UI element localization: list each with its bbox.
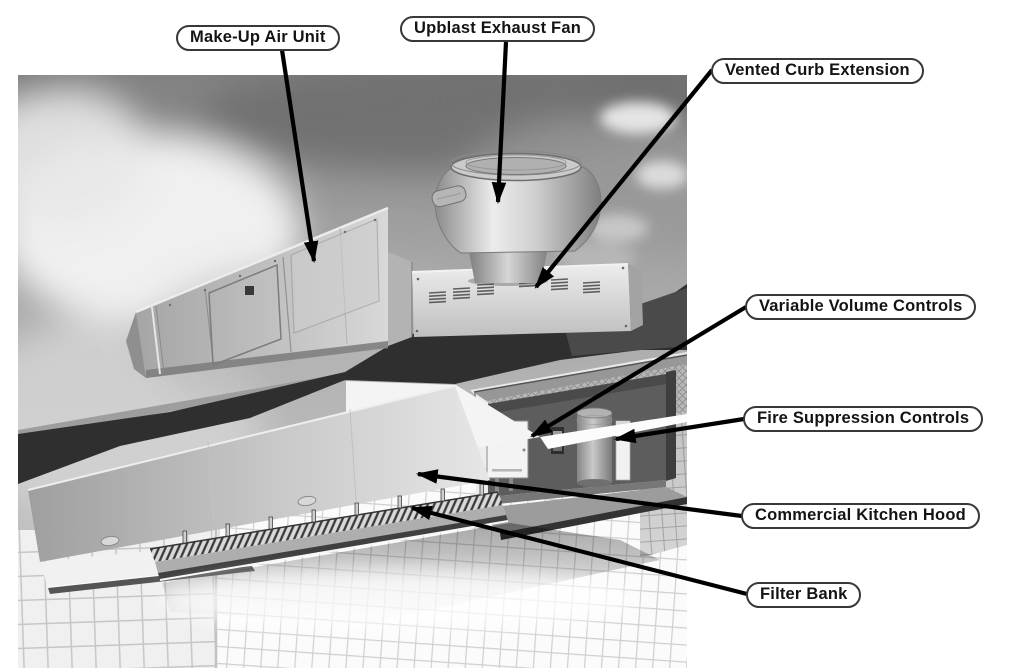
arrow-commercial-kitchen-hood: [415, 469, 743, 519]
fire-suppression-tank: [576, 407, 613, 487]
callout-make-up-air-unit: Make-Up Air Unit: [176, 25, 340, 51]
callout-filter-bank: Filter Bank: [746, 582, 862, 608]
fan-drain-spout: [431, 185, 467, 208]
arrow-upblast-exhaust-fan: [491, 41, 509, 205]
unit-vent: [245, 286, 254, 295]
hood-handle: [100, 535, 120, 547]
curb-screws: [415, 266, 628, 333]
rivets: [168, 218, 377, 307]
access-door: [208, 263, 282, 367]
callout-upblast-exhaust-fan: Upblast Exhaust Fan: [400, 16, 595, 42]
arrow-make-up-air-unit: [279, 49, 319, 264]
callout-vented-curb-extension: Vented Curb Extension: [711, 58, 924, 84]
arrow-vented-curb-extension: [534, 68, 714, 289]
arrow-variable-volume-controls: [530, 305, 748, 438]
filter-clips: [182, 482, 484, 544]
arrow-fire-suppression-controls: [613, 416, 745, 444]
callout-fire-suppression-controls: Fire Suppression Controls: [743, 406, 984, 432]
upblast-exhaust-fan-graphic: [431, 150, 602, 286]
hood-handle: [297, 495, 317, 507]
callout-commercial-kitchen-hood: Commercial Kitchen Hood: [741, 503, 980, 529]
callout-variable-volume-controls: Variable Volume Controls: [745, 294, 977, 320]
callout-arrows: [279, 41, 748, 597]
arrow-filter-bank: [409, 505, 748, 597]
